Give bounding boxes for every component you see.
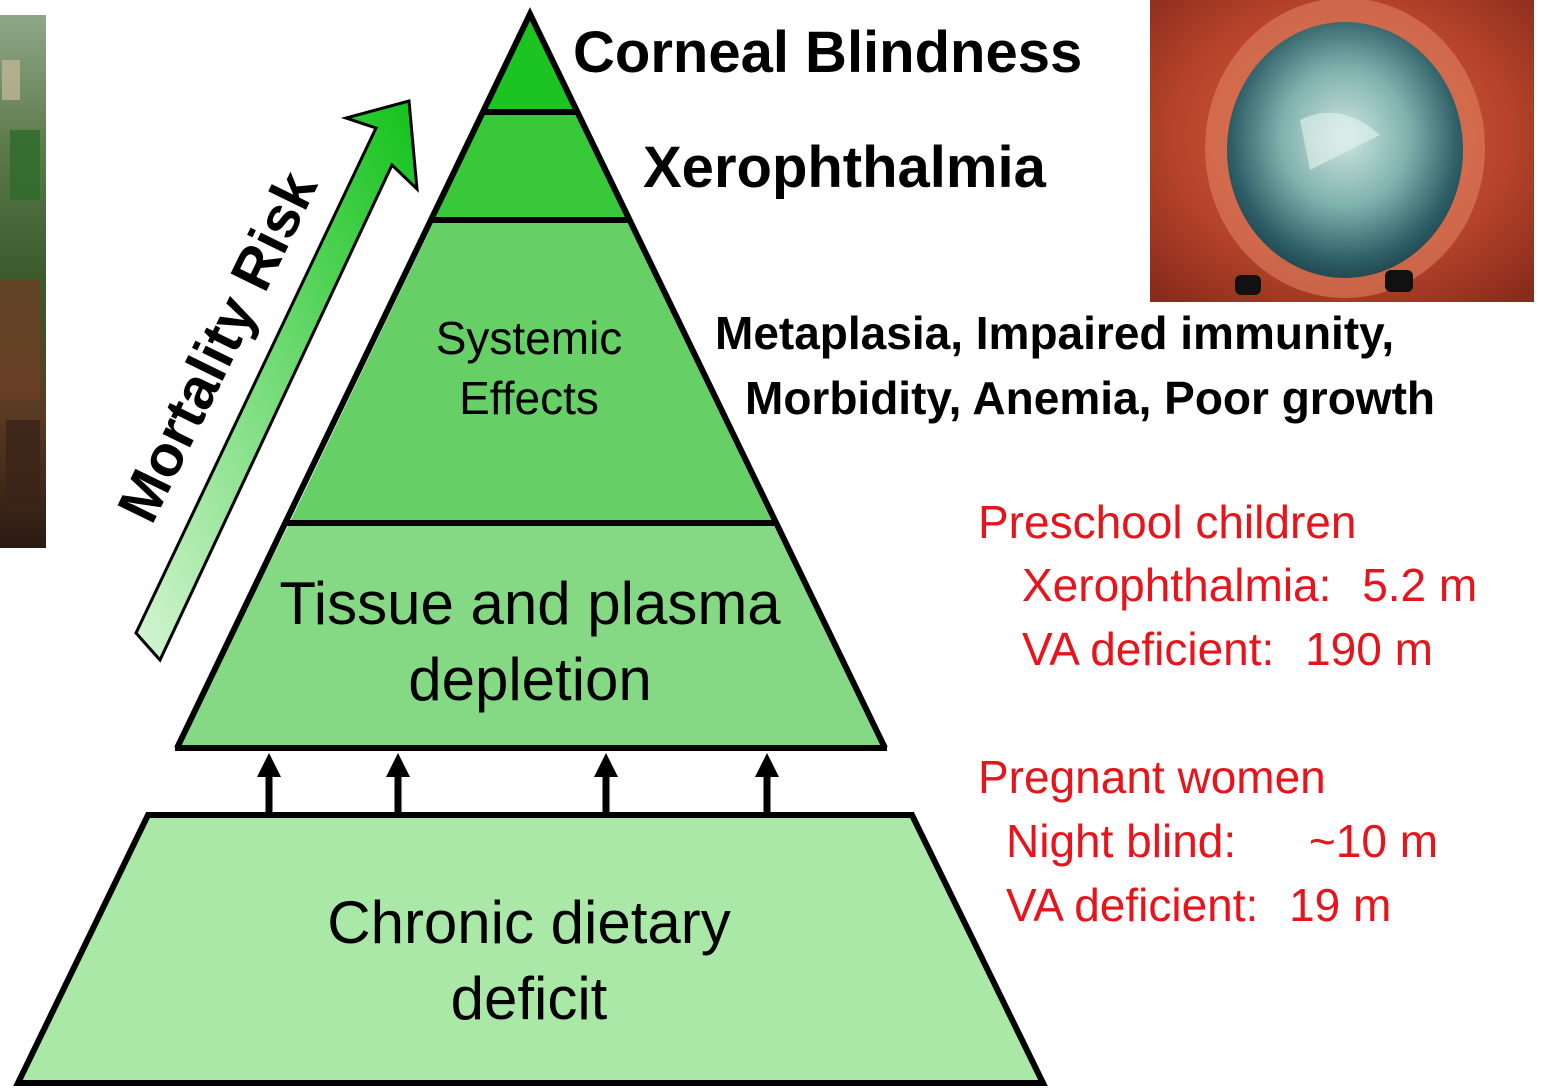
preschool-heading: Preschool children [978,499,1356,545]
base-line2: deficit [327,961,731,1037]
preschool-row1: Xerophthalmia: 5.2 m [1022,562,1477,608]
effects-line1: Metaplasia, Impaired immunity, [715,310,1394,356]
pregnant-row1-value: ~10 m [1309,815,1438,867]
preschool-row2: VA deficient: 190 m [1022,626,1433,672]
preschool-row1-value: 5.2 m [1362,559,1477,611]
pregnant-row1-label: Night blind: [1006,815,1236,867]
base-line1: Chronic dietary [327,885,731,961]
preschool-row2-label: VA deficient: [1022,623,1274,675]
pregnant-row2: VA deficient: 19 m [1006,882,1391,928]
corneal-tier [484,14,577,112]
systemic-line1: Systemic [436,308,623,368]
pregnant-heading: Pregnant women [978,754,1326,800]
tissue-line1: Tissue and plasma [279,566,780,642]
pregnant-row1: Night blind: ~10 m [1006,818,1438,864]
eye-photo [1150,0,1534,302]
effects-line2: Morbidity, Anemia, Poor growth [745,375,1435,421]
tissue-line2: depletion [279,642,780,718]
dietary-deficit-label: Chronic dietary deficit [327,885,731,1037]
systemic-effects-label: Systemic Effects [436,308,623,428]
tissue-depletion-label: Tissue and plasma depletion [279,566,780,718]
pregnant-row2-value: 19 m [1289,879,1391,931]
preschool-row2-value: 190 m [1305,623,1433,675]
left-photo [0,15,46,548]
up-arrows [257,753,779,812]
xerophthalmia-label: Xerophthalmia [643,139,1046,197]
corneal-blindness-label: Corneal Blindness [573,24,1082,82]
preschool-row1-label: Xerophthalmia: [1022,559,1331,611]
xerophthalmia-tier [434,112,627,221]
systemic-line2: Effects [436,368,623,428]
pregnant-row2-label: VA deficient: [1006,879,1258,931]
